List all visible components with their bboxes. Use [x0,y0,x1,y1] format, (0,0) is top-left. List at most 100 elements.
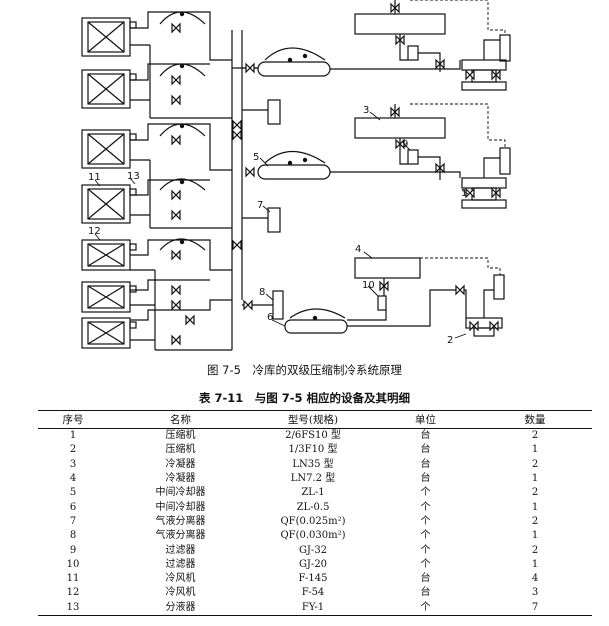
cell-unit: 台 [420,573,431,585]
valve [243,299,253,311]
label-1: 1 [461,188,467,199]
cell-index: 5 [69,487,77,499]
cell-index: 11 [66,573,80,585]
cell-unit: 台 [420,473,431,485]
connecting-pipes [159,0,506,327]
cell-model: FY-1 [301,601,325,613]
cell-quantity: 2 [531,544,539,556]
valve [245,62,255,74]
valve [171,249,181,261]
cell-model: F-54 [301,587,325,599]
callout-labels: 1 2 3 4 5 6 7 8 9 10 11 12 13 [88,105,469,346]
cell-model: GJ-20 [298,558,328,570]
valve [390,2,400,14]
cell-unit: 个 [420,544,431,556]
cell-index: 9 [69,544,77,556]
cell-index: 12 [66,587,80,599]
valve [435,162,445,174]
valve [232,119,242,131]
cell-name: 中间冷却器 [155,487,206,499]
air-cooler [81,317,137,349]
cell-quantity: 1 [531,444,539,456]
valve [489,320,499,332]
label-12: 12 [88,226,101,237]
cell-model: 1/3F10 型 [288,444,338,456]
cell-model: GJ-32 [298,544,328,556]
cell-name: 压缩机 [165,444,196,456]
cell-index: 1 [69,430,77,442]
refrigeration-system-diagram: 1 2 3 4 5 6 7 8 9 10 11 12 13 [81,0,511,351]
cell-index: 3 [69,458,77,470]
valve [395,34,405,46]
cell-index: 4 [69,473,77,485]
table-row: 2 压缩机 1/3F10 型 台 1 [38,443,592,457]
air-cooler [81,129,137,169]
air-cooler [81,239,137,271]
cell-unit: 个 [420,501,431,513]
air-cooler [81,17,137,57]
pipe-node [287,57,293,63]
valve [465,187,475,199]
cell-unit: 个 [420,601,431,613]
cell-unit: 台 [420,444,431,456]
cell-quantity: 1 [531,558,539,570]
label-6: 6 [267,312,273,323]
label-2: 2 [447,335,453,346]
cell-quantity: 2 [531,487,539,499]
cell-index: 2 [69,444,77,456]
valve [171,209,181,221]
cell-quantity: 3 [531,587,539,599]
cell-unit: 个 [420,558,431,570]
valve [395,138,405,150]
cell-name: 中间冷却器 [155,501,206,513]
label-9: 9 [402,139,408,150]
label-8: 8 [259,287,265,298]
cell-unit: 台 [420,587,431,599]
cell-index: 7 [69,515,77,527]
cell-index: 6 [69,501,77,513]
pipe-node [179,179,185,185]
valve [171,74,181,86]
header-index: 序号 [62,414,84,426]
valve [245,166,255,178]
cell-model: QF(0.030m²) [280,530,346,542]
cell-name: 压缩机 [165,430,196,442]
cell-model: LN35 型 [292,458,334,470]
cell-model: LN7.2 型 [290,473,336,485]
valve [232,239,242,251]
pipe-node [302,157,308,163]
piping [130,11,258,351]
cell-name: 分液器 [165,601,196,613]
cell-name: 冷风机 [165,573,196,585]
valve [171,94,181,106]
valve [469,320,479,332]
pipe-node [179,239,185,245]
valve [379,280,389,292]
valve [465,69,475,81]
cell-index: 8 [69,530,77,542]
cell-index: 10 [66,558,80,570]
table-caption: 表 7-11 与图 7-5 相应的设备及其明细 [198,391,411,405]
cell-quantity: 1 [531,530,539,542]
valve [232,129,242,141]
air-cooler-units [81,17,137,349]
valve [491,69,501,81]
cell-name: 过滤器 [165,558,196,570]
cell-name: 冷凝器 [165,473,196,485]
cell-index: 13 [66,601,80,613]
label-13: 13 [127,171,140,182]
label-7: 7 [257,200,263,211]
valve [455,284,465,296]
label-10: 10 [362,280,375,291]
header-name: 名称 [170,414,191,426]
air-cooler [81,281,137,313]
